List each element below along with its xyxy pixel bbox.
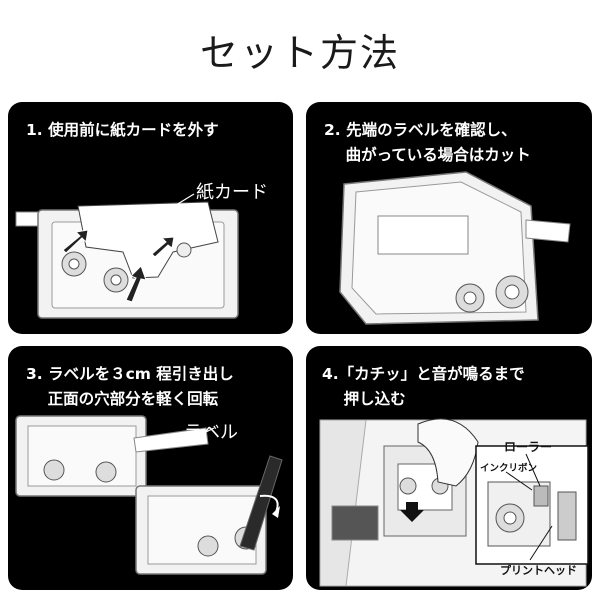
step-4-text: 4.「カチッ」と音が鳴るまで 押し込む bbox=[322, 365, 525, 408]
step-2-text: 2. 先端のラベルを確認し、 曲がっている場合はカット bbox=[324, 121, 531, 164]
printer-insert-cassette-illustration bbox=[319, 418, 589, 587]
step-4-panel: 4.「カチッ」と音が鳴るまで 押し込む ローラー インクリボン プリントヘッド bbox=[306, 346, 592, 590]
cassette-with-paper-card-illustration bbox=[15, 193, 239, 319]
cassette-pull-label-illustration bbox=[15, 415, 283, 575]
step-2-panel: 2. 先端のラベルを確認し、 曲がっている場合はカット bbox=[306, 102, 592, 334]
step-1-text: 1. 使用前に紙カードを外す bbox=[26, 121, 219, 139]
paper-card-label: 紙カード bbox=[196, 182, 268, 203]
roller-label: ローラー bbox=[504, 440, 553, 454]
ink-ribbon-label: インクリボン bbox=[480, 463, 538, 474]
page-title: セット方法 bbox=[199, 31, 400, 75]
step-3-text: 3. ラベルを３cm 程引き出し 正面の穴部分を軽く回転 bbox=[26, 365, 234, 408]
label-callout: ラベル bbox=[184, 422, 238, 443]
step-1-panel: 1. 使用前に紙カードを外す 紙カード bbox=[8, 102, 293, 334]
cassette-check-label-illustration bbox=[339, 171, 571, 325]
print-head-label: プリントヘッド bbox=[500, 564, 577, 577]
step-3-panel: 3. ラベルを３cm 程引き出し 正面の穴部分を軽く回転 ラベル bbox=[8, 346, 293, 590]
